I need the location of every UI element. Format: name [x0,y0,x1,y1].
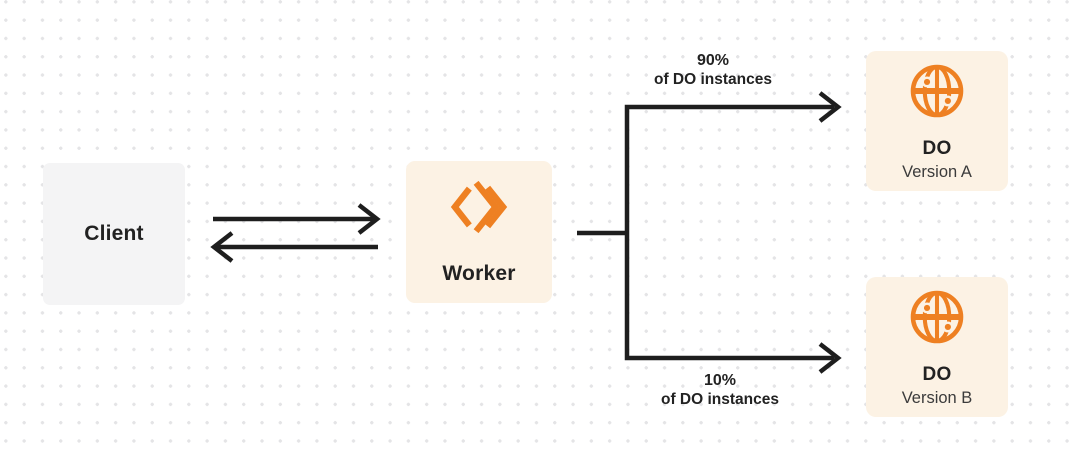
cloudflare-workers-icon [450,180,508,234]
edge-caption: of DO instances [661,390,779,408]
node-do-version-b: DO Version B [866,277,1008,417]
node-do-version-a: DO Version A [866,51,1008,191]
worker-label: Worker [442,262,516,285]
arrowhead-left [210,231,234,263]
edge-percent: 90% [696,52,730,69]
do-a-subtitle: Version A [902,163,972,181]
node-client: Client [43,163,185,305]
arrowhead-do-b [818,342,842,374]
node-worker: Worker [406,161,552,303]
do-b-title: DO [922,364,952,385]
do-a-title: DO [922,138,952,159]
arrowhead-right [357,203,381,235]
edge-percent: 10% [703,372,737,389]
edge-caption: of DO instances [654,70,772,88]
durable-object-globe-icon [910,64,964,118]
branch-bracket [624,104,834,361]
edge-label-10-percent: 10% of DO instances [605,372,835,409]
arrowhead-do-a [818,91,842,123]
client-label: Client [84,222,144,245]
durable-object-globe-icon [910,290,964,344]
do-b-subtitle: Version B [901,389,973,407]
edge-label-90-percent: 90% of DO instances [598,52,828,89]
